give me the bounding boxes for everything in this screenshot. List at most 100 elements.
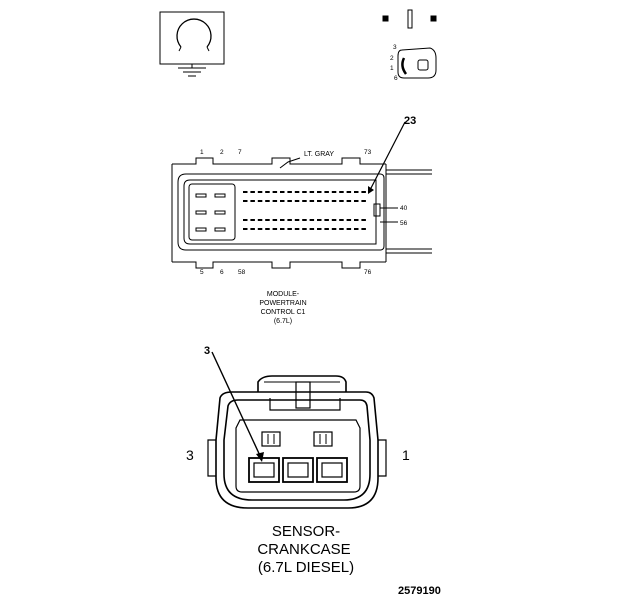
pcm-pin-cavity [346,219,352,221]
pcm-pin-cavity [361,219,366,221]
pcm-pin-cavity [331,200,337,202]
pcm-pin-cavity [309,219,315,221]
pcm-pin-5-label: 5 [200,269,204,276]
pcm-pin-cavity [294,219,300,221]
small-pin-6: 6 [394,75,398,82]
pcm-pin-cavity [346,228,352,230]
pcm-pin-cavity [331,191,337,193]
pcm-title-line-2: POWERTRAIN [259,300,306,307]
pcm-pin-2-label: 2 [220,149,224,156]
pcm-pin-cavity [250,219,255,221]
pcm-pin-cavity [243,228,248,230]
pcm-pin-cavity [287,219,292,221]
pcm-pin-cavity [354,228,359,230]
pcm-pin-cavity [265,191,270,193]
pcm-pin-cavity [294,191,300,193]
pcm-pin-cavity [287,200,292,202]
pcm-pin-cavity [354,219,359,221]
pcm-pin-cavity [294,228,300,230]
pcm-pin-cavity [346,191,352,193]
pcm-pin-58-label: 58 [238,269,246,276]
pcm-pin-cavity [361,191,366,193]
pcm-pin-cavity [339,228,344,230]
pcm-pin-cavity [280,200,285,202]
pcm-pin-cavity [250,191,255,193]
pcm-pin-cavity [287,191,292,193]
pcm-pin-7-label: 7 [238,149,242,156]
pcm-pin-cavity [331,228,337,230]
small-pin-3: 3 [393,44,397,51]
pcm-pin-cavity [317,191,322,193]
pcm-pin-cavity [257,228,263,230]
pcm-pin-56-label: 56 [400,220,408,227]
pcm-pin-76-label: 76 [364,269,372,276]
pcm-pin-cavity [302,219,307,221]
pcm-pin-cavity [265,219,270,221]
pcm-pin-cavity [250,228,255,230]
pcm-pin-cavity [324,191,329,193]
pcm-title-line-3: CONTROL C1 [261,309,306,316]
pcm-callout-23: 23 [404,115,416,127]
pcm-pin-cavity [272,200,278,202]
pcm-pin-cavity [243,219,248,221]
ground-symbol-box [159,11,225,77]
pcm-title-line-4: (6.7L) [274,318,292,325]
sensor-connector [207,351,387,509]
pcm-pin-cavity [272,191,278,193]
pcm-pin-cavity [309,228,315,230]
sensor-title-line-2: CRANKCASE [257,541,350,558]
pcm-pin-cavity [287,228,292,230]
pcm-pin-cavity [309,191,315,193]
small-pin-1: 1 [390,65,394,72]
sensor-title-line-3: (6.7L DIESEL) [258,559,354,576]
sensor-left-pin-label: 3 [186,447,194,463]
pcm-pin-cavity [317,219,322,221]
pcm-pin-cavity [339,219,344,221]
pcm-pin-cavity [339,191,344,193]
pcm-pin-cavity [280,219,285,221]
pcm-title-line-1: MODULE- [267,291,300,298]
pcm-pin-cavity [324,219,329,221]
pcm-pin-73-label: 73 [364,149,372,156]
sensor-title-line-1: SENSOR- [272,523,340,540]
pcm-pin-1-label: 1 [200,149,204,156]
pcm-pin-cavity [302,191,307,193]
pcm-pin-40-label: 40 [400,205,408,212]
pcm-color-label: LT. GRAY [304,151,334,158]
pcm-pin-cavity [309,200,315,202]
figure-id: 2579190 [398,585,441,597]
pcm-pin-cavity [243,191,248,193]
small-connector-icon [382,9,437,79]
pcm-pin-cavity [331,219,337,221]
pcm-pin-cavity [361,200,366,202]
callout-arrowhead [368,186,374,194]
pcm-pin-cavity [272,228,278,230]
pcm-pin-rows [243,191,366,230]
pcm-pin-cavity [302,200,307,202]
pcm-pin-cavity [250,200,255,202]
sensor-callout-3: 3 [204,345,210,357]
pcm-pin-cavity [361,228,366,230]
pcm-pin-cavity [324,200,329,202]
pcm-pin-cavity [265,200,270,202]
pcm-pin-cavity [317,200,322,202]
pcm-pin-cavity [265,228,270,230]
pcm-pin-cavity [257,191,263,193]
pcm-pin-cavity [272,219,278,221]
pcm-pin-cavity [280,228,285,230]
pcm-pin-cavity [317,228,322,230]
pcm-pin-cavity [354,191,359,193]
pcm-connector [171,121,432,269]
pcm-pin-cavity [257,219,263,221]
pcm-pin-cavity [324,228,329,230]
sensor-right-pin-label: 1 [402,447,410,463]
pcm-pin-cavity [339,200,344,202]
pcm-pin-cavity [294,200,300,202]
pcm-pin-cavity [243,200,248,202]
pcm-pin-6-label: 6 [220,269,224,276]
sensor-callout-arrowhead [256,452,264,462]
small-pin-2: 2 [390,55,394,62]
pcm-pin-cavity [302,228,307,230]
